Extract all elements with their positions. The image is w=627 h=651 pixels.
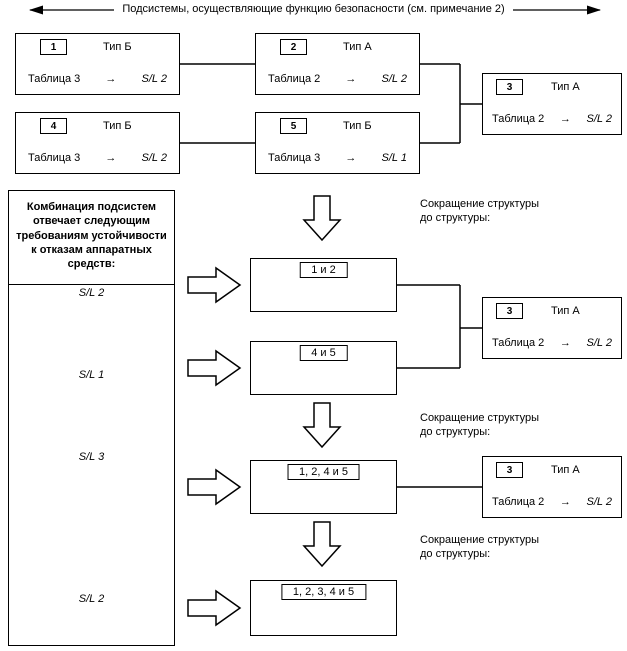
subsystem-spec-row: Таблица 2 → S/L 2 <box>483 337 621 349</box>
subsystem-spec-row: Таблица 3 → S/L 1 <box>256 152 419 164</box>
right-arrow-icon <box>187 349 242 387</box>
sil-requirement-3: S/L 3 <box>78 451 105 463</box>
combination-label: 1, 2, 3, 4 и 5 <box>280 584 367 600</box>
table-ref: Таблица 3 <box>268 152 321 164</box>
subsystem-block-5: 5 Тип Б Таблица 3 → S/L 1 <box>255 112 420 174</box>
subsystem-block-4: 4 Тип Б Таблица 3 → S/L 2 <box>15 112 180 174</box>
subsystem-number-box: 3 <box>496 462 523 478</box>
right-arrow-icon <box>187 589 242 627</box>
subsystem-type-label: Тип А <box>551 464 580 476</box>
subsystem-block-head: 3 Тип А <box>483 462 621 478</box>
subsystem-block-3-repeat-2: 3 Тип А Таблица 2 → S/L 2 <box>482 456 622 518</box>
combination-label: 1 и 2 <box>299 262 348 278</box>
span-arrow-left-icon <box>29 5 43 15</box>
subsystem-number: 3 <box>506 81 513 93</box>
subsystem-type-label: Тип Б <box>103 41 132 53</box>
subsystem-number-box: 3 <box>496 79 523 95</box>
subsystem-number: 4 <box>50 120 57 132</box>
combination-box-4-5: 4 и 5 <box>250 341 397 395</box>
arrow-glyph: → <box>559 113 571 125</box>
combination-box-1-2: 1 и 2 <box>250 258 397 312</box>
subsystem-number: 2 <box>290 41 297 53</box>
right-arrow-icon <box>187 468 242 506</box>
subsystem-type-label: Тип А <box>551 305 580 317</box>
requirements-panel: Комбинация подсистем отвечает следующим … <box>8 190 175 646</box>
arrow-glyph: → <box>559 496 571 508</box>
subsystem-type-label: Тип Б <box>103 120 132 132</box>
table-ref: Таблица 2 <box>268 73 321 85</box>
subsystem-number: 5 <box>290 120 297 132</box>
subsystem-type-label: Тип А <box>551 81 580 93</box>
diagram-title-text: Подсистемы, осуществляющие функцию безоп… <box>114 3 513 15</box>
sil-requirement-2: S/L 1 <box>78 369 105 381</box>
subsystem-number-box: 4 <box>40 118 67 134</box>
sil-requirement-1: S/L 2 <box>78 287 105 299</box>
subsystem-block-head: 3 Тип А <box>483 79 621 95</box>
down-arrow-icon <box>302 195 342 242</box>
sil-label: S/L 2 <box>586 337 613 349</box>
subsystem-type-label: Тип А <box>343 41 372 53</box>
subsystem-number: 3 <box>506 305 513 317</box>
combination-label: 1, 2, 4 и 5 <box>287 464 360 480</box>
table-ref: Таблица 3 <box>28 152 81 164</box>
subsystem-block-head: 5 Тип Б <box>256 118 419 134</box>
requirements-panel-header: Комбинация подсистем отвечает следующим … <box>9 191 174 285</box>
diagram-title: Подсистемы, осуществляющие функцию безоп… <box>0 3 627 15</box>
sil-label: S/L 2 <box>381 73 408 85</box>
subsystem-spec-row: Таблица 2 → S/L 2 <box>256 73 419 85</box>
combination-label: 4 и 5 <box>299 345 348 361</box>
subsystem-block-2: 2 Тип А Таблица 2 → S/L 2 <box>255 33 420 95</box>
arrow-glyph: → <box>559 337 571 349</box>
arrow-glyph: → <box>105 73 117 85</box>
reduction-note: Сокращение структуры до структуры: <box>420 534 540 560</box>
subsystem-block-head: 1 Тип Б <box>16 39 179 55</box>
right-arrow-icon <box>187 266 242 304</box>
combination-box-1-2-3-4-5: 1, 2, 3, 4 и 5 <box>250 580 397 636</box>
arrow-glyph: → <box>105 152 117 164</box>
subsystem-number-box: 5 <box>280 118 307 134</box>
arrow-glyph: → <box>345 152 357 164</box>
table-ref: Таблица 3 <box>28 73 81 85</box>
reduction-note: Сокращение структуры до структуры: <box>420 198 540 224</box>
table-ref: Таблица 2 <box>492 496 545 508</box>
subsystem-block-1: 1 Тип Б Таблица 3 → S/L 2 <box>15 33 180 95</box>
span-arrow-right-icon <box>587 5 601 15</box>
sil-label: S/L 2 <box>141 152 168 164</box>
down-arrow-icon <box>302 521 342 568</box>
sil-label: S/L 2 <box>141 73 168 85</box>
subsystem-number-box: 3 <box>496 303 523 319</box>
sil-label: S/L 1 <box>381 152 408 164</box>
sil-requirement-4: S/L 2 <box>78 593 105 605</box>
reduction-note: Сокращение структуры до структуры: <box>420 412 540 438</box>
subsystem-type-label: Тип Б <box>343 120 372 132</box>
subsystem-spec-row: Таблица 2 → S/L 2 <box>483 496 621 508</box>
arrow-glyph: → <box>345 73 357 85</box>
subsystem-block-3-repeat-1: 3 Тип А Таблица 2 → S/L 2 <box>482 297 622 359</box>
subsystem-number: 1 <box>50 41 57 53</box>
subsystem-block-3: 3 Тип А Таблица 2 → S/L 2 <box>482 73 622 135</box>
subsystem-number-box: 2 <box>280 39 307 55</box>
subsystem-number: 3 <box>506 464 513 476</box>
combination-box-1-2-4-5: 1, 2, 4 и 5 <box>250 460 397 514</box>
subsystem-block-head: 2 Тип А <box>256 39 419 55</box>
subsystem-block-head: 3 Тип А <box>483 303 621 319</box>
subsystem-spec-row: Таблица 3 → S/L 2 <box>16 73 179 85</box>
down-arrow-icon <box>302 402 342 449</box>
subsystem-block-head: 4 Тип Б <box>16 118 179 134</box>
table-ref: Таблица 2 <box>492 337 545 349</box>
flow-connector-lines <box>180 63 482 488</box>
subsystem-number-box: 1 <box>40 39 67 55</box>
subsystem-spec-row: Таблица 2 → S/L 2 <box>483 113 621 125</box>
sil-label: S/L 2 <box>586 496 613 508</box>
subsystem-spec-row: Таблица 3 → S/L 2 <box>16 152 179 164</box>
table-ref: Таблица 2 <box>492 113 545 125</box>
sil-label: S/L 2 <box>586 113 613 125</box>
